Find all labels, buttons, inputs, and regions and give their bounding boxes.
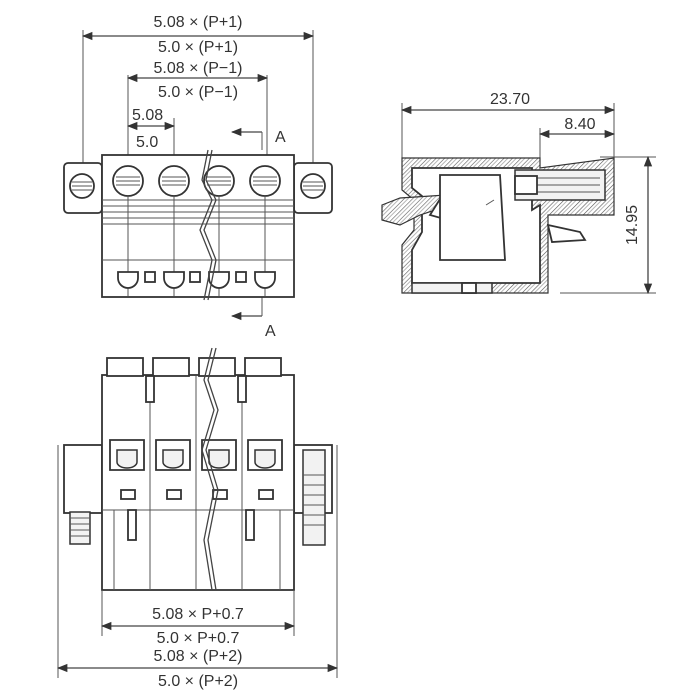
bottom-view: 5.08 × P+0.7 5.0 × P+0.7 5.08 × (P+2) 5.… bbox=[56, 347, 339, 690]
wire-entries bbox=[109, 439, 283, 471]
side-view: 23.70 8.40 14.95 bbox=[381, 91, 656, 295]
section-label-a-bottom: A bbox=[265, 323, 276, 340]
front-view-connector bbox=[63, 149, 333, 301]
dim-overall-508: 5.08 × (P+2) bbox=[154, 648, 243, 665]
bottom-view-connector bbox=[63, 347, 333, 591]
dim-height: 14.95 bbox=[624, 205, 641, 245]
dim-body-50: 5.0 × P+0.7 bbox=[157, 630, 240, 647]
dim-inner-508: 5.08 × (P−1) bbox=[154, 60, 243, 77]
bottom-view-dimensions: 5.08 × P+0.7 5.0 × P+0.7 5.08 × (P+2) 5.… bbox=[56, 445, 339, 690]
dim-pitch-508: 5.08 bbox=[132, 107, 163, 124]
dim-outer-508: 5.08 × (P+1) bbox=[154, 14, 243, 31]
side-view-connector bbox=[381, 157, 615, 294]
pin-sockets bbox=[117, 271, 276, 289]
front-view: 5.08 × (P+1) 5.0 × (P+1) 5.08 × (P−1) 5.… bbox=[63, 14, 333, 340]
dim-overall-50: 5.0 × (P+2) bbox=[158, 673, 238, 690]
dim-inner-50: 5.0 × (P−1) bbox=[158, 84, 238, 101]
dim-body-508: 5.08 × P+0.7 bbox=[152, 606, 244, 623]
dim-pitch-50: 5.0 bbox=[136, 134, 158, 151]
dim-offset: 8.40 bbox=[564, 116, 595, 133]
dim-length: 23.70 bbox=[490, 91, 530, 108]
front-view-dimensions: 5.08 × (P+1) 5.0 × (P+1) 5.08 × (P−1) 5.… bbox=[81, 14, 315, 340]
side-view-dimensions: 23.70 8.40 14.95 bbox=[400, 91, 656, 295]
screw-terminals bbox=[112, 165, 281, 197]
section-label-a-top: A bbox=[275, 129, 286, 146]
dim-outer-50: 5.0 × (P+1) bbox=[158, 39, 238, 56]
